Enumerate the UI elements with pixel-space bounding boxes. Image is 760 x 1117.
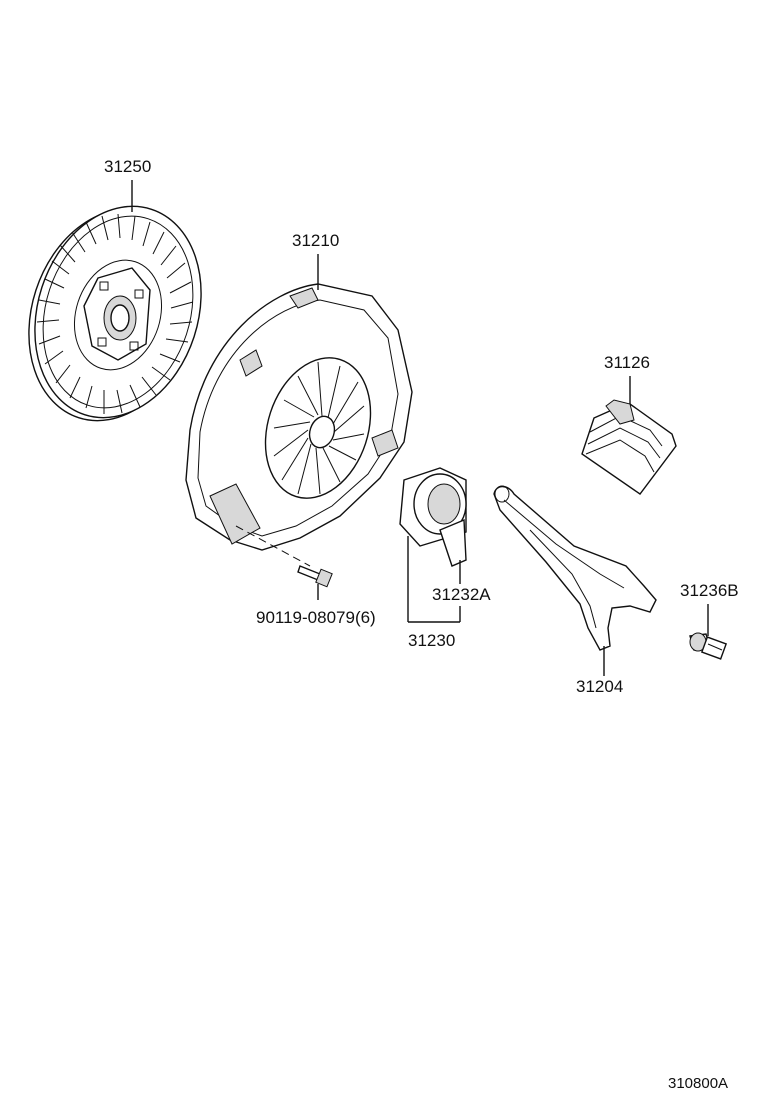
part-label-31126: 31126 [604, 353, 650, 372]
figure-code: 310800A [668, 1075, 728, 1092]
boot-drawing [581, 376, 677, 495]
part-label-31232a: 31232A [432, 585, 491, 604]
part-label-31204: 31204 [576, 677, 623, 696]
part-label-31230: 31230 [408, 631, 455, 650]
part-label-31250: 31250 [104, 157, 151, 176]
pressure-plate-drawing [185, 254, 413, 551]
part-label-90119-08079: 90119-08079(6) [256, 608, 376, 627]
clutch-disc-drawing [28, 180, 202, 422]
bolt-drawing [235, 525, 333, 600]
release-bearing-drawing [399, 467, 467, 623]
part-label-31210: 31210 [292, 231, 339, 250]
release-fork-drawing [493, 485, 657, 676]
part-label-31236b: 31236B [680, 581, 739, 600]
ball-stud-drawing [689, 604, 728, 660]
